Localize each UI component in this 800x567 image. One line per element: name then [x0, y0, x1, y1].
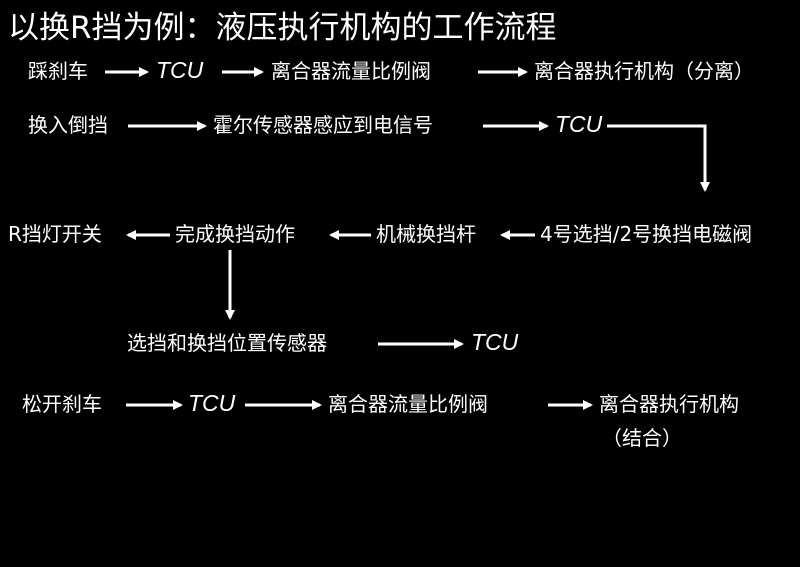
node-tcu-3: TCU — [471, 329, 519, 355]
node-shift-complete: 完成换挡动作 — [175, 222, 295, 246]
node-tcu-4: TCU — [188, 390, 236, 416]
node-shift-reverse: 换入倒挡 — [28, 113, 108, 137]
node-clutch-flow-valve-2: 离合器流量比例阀 — [328, 392, 488, 416]
node-r-lamp-switch: R挡灯开关 — [8, 222, 102, 246]
node-hall-sensor: 霍尔传感器感应到电信号 — [213, 113, 433, 137]
node-clutch-actuator-engage-sub: （结合） — [602, 426, 682, 450]
node-clutch-actuator-engage: 离合器执行机构 — [599, 392, 739, 416]
node-tcu-1: TCU — [156, 57, 204, 83]
node-clutch-actuator-release: 离合器执行机构（分离） — [534, 59, 754, 83]
node-tcu-2: TCU — [555, 111, 603, 137]
node-mechanical-shift-lever: 机械换挡杆 — [376, 222, 476, 246]
diagram-title: 以换R挡为例：液压执行机构的工作流程 — [8, 10, 557, 46]
node-press-brake: 踩刹车 — [28, 59, 88, 83]
node-position-sensor: 选挡和换挡位置传感器 — [127, 331, 327, 355]
node-clutch-flow-valve-1: 离合器流量比例阀 — [271, 59, 431, 83]
node-solenoid-valve: 4号选挡/2号换挡电磁阀 — [540, 222, 753, 246]
node-release-brake: 松开刹车 — [22, 392, 102, 416]
arrow-tcu-to-solenoid — [607, 124, 710, 192]
